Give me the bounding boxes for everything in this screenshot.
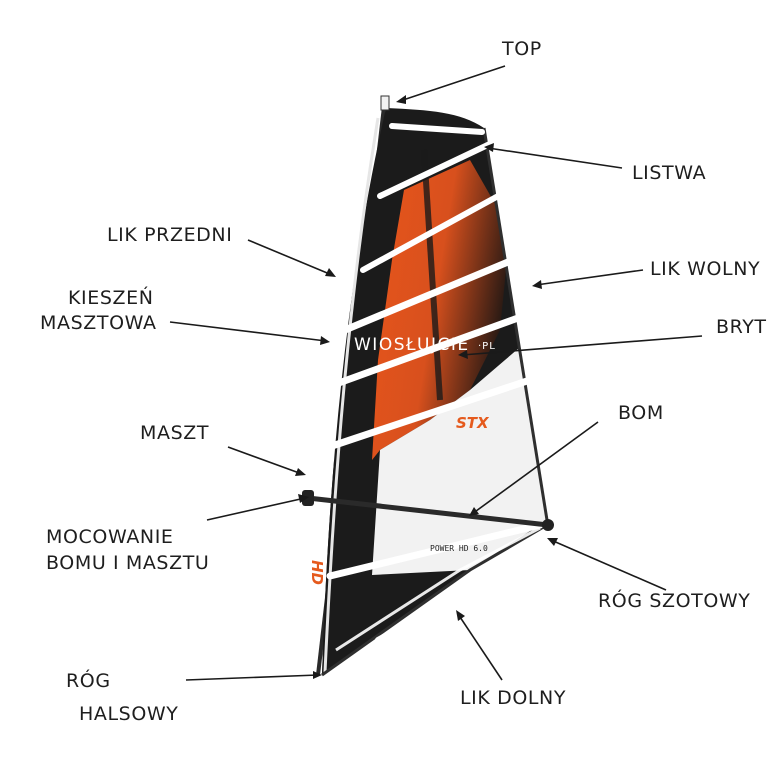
label-lik-przedni: LIK PRZEDNI bbox=[107, 224, 233, 246]
batten-5 bbox=[332, 314, 522, 388]
leader-mocowanie bbox=[206, 497, 306, 521]
leader-bom bbox=[471, 421, 599, 515]
foot-edge bbox=[321, 523, 548, 677]
label-mocowanie-line1: MOCOWANIE bbox=[46, 526, 174, 548]
sail-orange-panel bbox=[372, 160, 510, 460]
leader-rog-halsowy-arrow bbox=[313, 671, 322, 679]
batten-1 bbox=[389, 123, 485, 135]
label-kieszen-line1: KIESZEŃ bbox=[68, 287, 154, 309]
leader-lik-dolny-arrow bbox=[456, 610, 465, 621]
leader-rog-szotowy-arrow bbox=[547, 538, 558, 546]
leader-top-arrow bbox=[396, 95, 406, 104]
leader-rog-szotowy bbox=[550, 539, 667, 591]
label-rog-szotowy: RÓG SZOTOWY bbox=[598, 590, 751, 612]
batten-7 bbox=[326, 521, 544, 580]
label-top: TOP bbox=[502, 38, 542, 60]
mast-sleeve-edge bbox=[323, 117, 380, 673]
label-listwa: LISTWA bbox=[632, 162, 707, 184]
sail-model: POWER HD 6.0 bbox=[430, 544, 488, 553]
leader-mocowanie-arrow bbox=[298, 494, 309, 503]
leader-lik-wolny bbox=[535, 269, 644, 286]
sail-watermark-suffix: ·PL bbox=[478, 341, 496, 352]
leader-lines bbox=[169, 65, 703, 681]
label-kieszen-line2: MASZTOWA bbox=[40, 312, 157, 334]
sail-body bbox=[321, 108, 549, 677]
leader-top bbox=[399, 65, 506, 102]
clew-fitting bbox=[542, 519, 554, 531]
batten-3 bbox=[360, 192, 503, 273]
batten-2 bbox=[377, 139, 497, 199]
label-lik-wolny: LIK WOLNY bbox=[650, 258, 761, 280]
leader-maszt bbox=[227, 446, 303, 475]
leader-lik-przedni bbox=[247, 239, 333, 276]
leader-bryt-arrow bbox=[458, 350, 468, 359]
boom-clamp bbox=[302, 490, 314, 506]
label-rog-halsowy-line2: HALSOWY bbox=[79, 703, 179, 725]
label-mocowanie-line2: BOMU I MASZTU bbox=[46, 552, 210, 574]
batten-8 bbox=[375, 552, 533, 643]
leader-kieszen bbox=[169, 321, 327, 342]
batten-6 bbox=[328, 376, 534, 450]
leader-listwa-arrow bbox=[484, 143, 494, 152]
sail-watermark: WIOSŁUJCIE bbox=[354, 335, 470, 355]
label-lik-dolny: LIK DOLNY bbox=[460, 687, 567, 709]
leech-edge bbox=[482, 127, 549, 521]
leader-lik-przedni-arrow bbox=[325, 268, 336, 277]
leader-listwa bbox=[487, 147, 623, 169]
boom bbox=[305, 495, 551, 528]
leader-bom-arrow bbox=[469, 507, 479, 516]
leader-lik-dolny bbox=[457, 613, 503, 681]
foot-trim bbox=[335, 526, 541, 652]
leader-lik-wolny-arrow bbox=[532, 280, 542, 289]
label-bryt: BRYT bbox=[716, 316, 767, 338]
sail-brand: STX bbox=[456, 414, 490, 432]
batten-4 bbox=[341, 258, 512, 334]
label-maszt: MASZT bbox=[140, 422, 210, 444]
label-bom: BOM bbox=[618, 402, 664, 424]
leader-maszt-arrow bbox=[295, 468, 306, 476]
label-rog-halsowy-line1: RÓG bbox=[66, 670, 111, 692]
leader-bryt bbox=[461, 335, 703, 356]
leader-rog-halsowy bbox=[185, 674, 319, 681]
leader-kieszen-arrow bbox=[320, 336, 330, 345]
mast-top-cap bbox=[380, 95, 390, 111]
sail-luff-print: HD bbox=[308, 560, 326, 585]
sail-seam bbox=[421, 149, 443, 401]
battens bbox=[326, 123, 544, 643]
